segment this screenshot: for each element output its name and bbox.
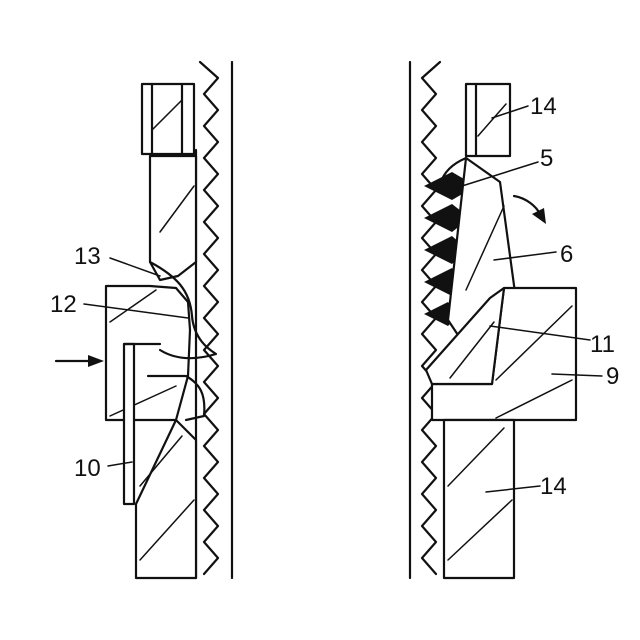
label-9: 9 (606, 363, 619, 390)
left-force-arrow-head (88, 355, 104, 367)
left-top-ring (142, 84, 194, 154)
right-top-ring (466, 84, 510, 156)
right-assembly (410, 62, 576, 578)
left-thread-profile (200, 62, 218, 574)
label-6: 6 (560, 241, 573, 268)
label-5: 5 (540, 145, 553, 172)
left-pin (124, 344, 134, 504)
left-clamp-block (106, 286, 190, 420)
label-10: 10 (74, 455, 101, 482)
label-14-top: 14 (530, 93, 557, 120)
left-upper-wedge (150, 156, 196, 280)
label-12: 12 (50, 291, 77, 318)
left-assembly (56, 62, 232, 578)
pivot-arrow-curve (514, 196, 540, 214)
label-14-bottom: 14 (540, 473, 567, 500)
label-13: 13 (74, 243, 101, 270)
label-11: 11 (590, 331, 615, 358)
